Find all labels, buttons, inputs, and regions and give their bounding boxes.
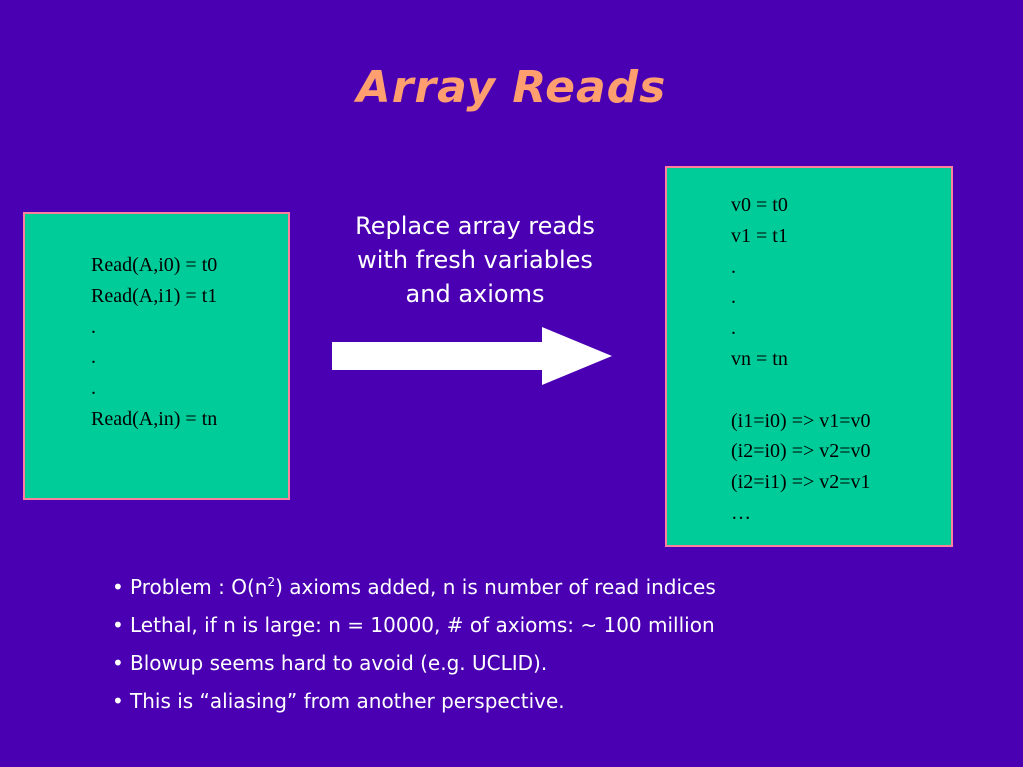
bullet-item: •Lethal, if n is large: n = 10000, # of …: [112, 606, 716, 644]
code-line: .: [731, 317, 736, 340]
code-line: .: [91, 346, 96, 369]
bullet-dot-icon: •: [112, 689, 124, 713]
bullet-item: •Blowup seems hard to avoid (e.g. UCLID)…: [112, 644, 716, 682]
left-code-lines: Read(A,i0) = t0 Read(A,i1) = t1... Read(A,…: [91, 250, 217, 435]
code-line: [731, 375, 871, 406]
right-code-box: v0 = t0 v1 = t1... vn = tn (i1=i0) => v1=v0…: [665, 166, 953, 547]
code-line: Read(A,i1) = t1: [91, 284, 218, 307]
code-line: v1 = t1: [731, 224, 788, 247]
code-line: (i2=i1) => v2=v1: [731, 471, 871, 494]
code-line: (i1=i0) => v1=v0: [731, 409, 871, 432]
right-arrow-icon: [332, 327, 612, 385]
bullet-list: •Problem : O(n2) axioms added, n is numb…: [112, 568, 716, 720]
code-line: .: [731, 255, 736, 278]
code-line: v0 = t0: [731, 194, 788, 216]
right-code-lines: v0 = t0 v1 = t1... vn = tn (i1=i0) => v1=v0…: [731, 190, 871, 529]
caption-line: with fresh variables: [357, 246, 593, 274]
bullet-item: •Problem : O(n2) axioms added, n is numb…: [112, 568, 716, 606]
code-line: .: [91, 315, 96, 338]
bullet-dot-icon: •: [112, 613, 124, 637]
code-line: (i2=i0) => v2=v0: [731, 440, 871, 463]
code-line: .: [91, 377, 96, 400]
slide-title: Array Reads: [356, 62, 667, 113]
left-code-box: Read(A,i0) = t0 Read(A,i1) = t1... Read(A,…: [23, 212, 290, 500]
bullet-item: •This is “aliasing” from another perspec…: [112, 682, 716, 720]
code-line: vn = tn: [731, 347, 788, 370]
bullet-dot-icon: •: [112, 651, 124, 675]
code-line: Read(A,i0) = t0: [91, 254, 218, 276]
code-line: …: [731, 501, 751, 524]
caption-line: and axioms: [405, 280, 545, 308]
transform-caption: Replace array reads with fresh variables…: [315, 209, 635, 311]
caption-line: Replace array reads: [355, 212, 595, 240]
code-line: .: [731, 286, 736, 309]
bullet-dot-icon: •: [112, 575, 124, 599]
code-line: Read(A,in) = tn: [91, 407, 218, 430]
